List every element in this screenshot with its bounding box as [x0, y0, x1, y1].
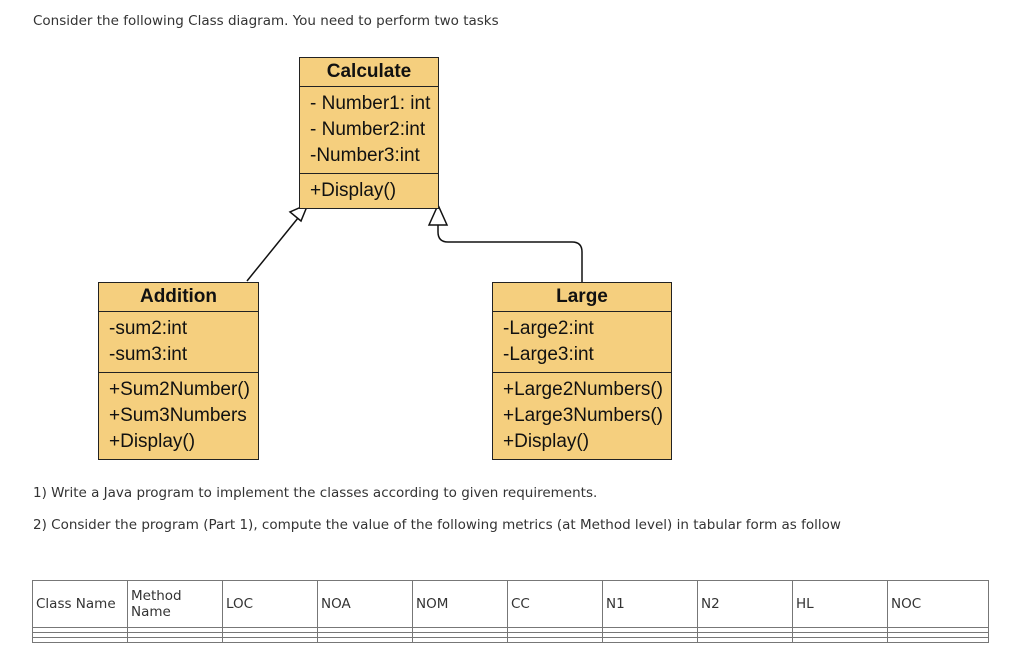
class-attribute: -sum3:int: [109, 344, 188, 365]
class-attribute: -sum2:int: [109, 318, 188, 339]
header-nom: NOM: [412, 580, 508, 628]
table-cell: [412, 637, 508, 643]
class-method: +Sum3Numbers: [109, 405, 247, 426]
class-large-methods: +Large2Numbers() +Large3Numbers() +Displ…: [493, 373, 671, 459]
class-large-name: Large: [493, 283, 671, 312]
addition-inheritance-line: [246, 217, 299, 282]
class-addition-name: Addition: [99, 283, 258, 312]
table-row: [32, 637, 989, 643]
class-attribute: - Number2:int: [310, 119, 426, 140]
class-method: +Sum2Number(): [109, 379, 250, 400]
header-class-name: Class Name: [32, 580, 128, 628]
header-n1: N1: [602, 580, 698, 628]
class-method: +Display(): [503, 431, 590, 452]
class-attribute: -Large2:int: [503, 318, 594, 339]
header-n2: N2: [697, 580, 793, 628]
header-hl: HL: [792, 580, 888, 628]
class-calculate-methods: +Display(): [300, 174, 438, 208]
class-addition: Addition -sum2:int -sum3:int +Sum2Number…: [98, 282, 259, 460]
table-cell: [792, 637, 888, 643]
class-large: Large -Large2:int -Large3:int +Large2Num…: [492, 282, 672, 460]
metrics-table: Class Name Method Name LOC NOA NOM CC N1…: [32, 580, 989, 643]
table-header-row: Class Name Method Name LOC NOA NOM CC N1…: [32, 580, 989, 628]
header-method-name: Method Name: [127, 580, 223, 628]
task-2-text: 2) Consider the program (Part 1), comput…: [33, 517, 841, 533]
class-large-attributes: -Large2:int -Large3:int: [493, 312, 671, 373]
task-1-text: 1) Write a Java program to implement the…: [33, 485, 598, 501]
class-method: +Large2Numbers(): [503, 379, 663, 400]
header-noc: NOC: [887, 580, 989, 628]
intro-text: Consider the following Class diagram. Yo…: [33, 13, 499, 29]
class-calculate-name: Calculate: [300, 58, 438, 87]
class-attribute: -Large3:int: [503, 344, 594, 365]
table-cell: [507, 637, 603, 643]
table-cell: [887, 637, 989, 643]
table-cell: [127, 637, 223, 643]
table-cell: [317, 637, 413, 643]
class-addition-methods: +Sum2Number() +Sum3Numbers +Display(): [99, 373, 258, 459]
large-inheritance-arrowhead: [427, 203, 449, 226]
class-method: +Display(): [310, 180, 397, 201]
header-loc: LOC: [222, 580, 318, 628]
table-row: [32, 632, 989, 638]
table-cell: [32, 637, 128, 643]
class-method: +Large3Numbers(): [503, 405, 663, 426]
class-addition-attributes: -sum2:int -sum3:int: [99, 312, 258, 373]
class-calculate: Calculate - Number1: int - Number2:int -…: [299, 57, 439, 209]
class-method: +Display(): [109, 431, 196, 452]
table-cell: [697, 637, 793, 643]
class-attribute: - Number1: int: [310, 93, 431, 114]
class-attribute: -Number3:int: [310, 145, 420, 166]
header-cc: CC: [507, 580, 603, 628]
header-noa: NOA: [317, 580, 413, 628]
large-inheritance-line: [437, 225, 583, 282]
table-cell: [222, 637, 318, 643]
table-cell: [602, 637, 698, 643]
class-calculate-attributes: - Number1: int - Number2:int -Number3:in…: [300, 87, 438, 174]
